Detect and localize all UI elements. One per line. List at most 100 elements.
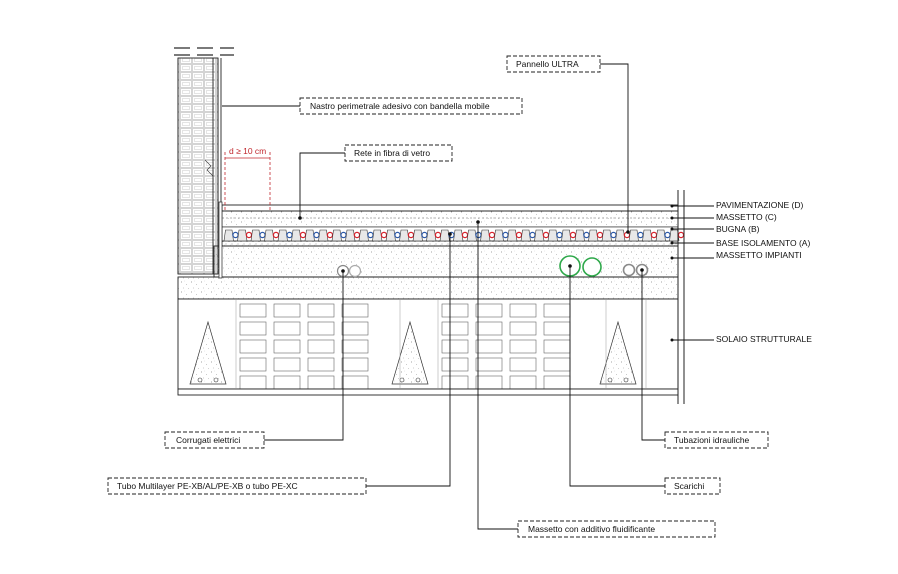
slab-block-cell	[509, 339, 537, 354]
heating-pipe-icon	[461, 231, 469, 239]
slab-block-cell	[239, 303, 267, 318]
heating-pipe-icon	[434, 231, 442, 239]
callout-massetto-additivo-label: Massetto con additivo fluidificante	[528, 524, 655, 534]
slab-block-cell	[239, 339, 267, 354]
slab-rib	[391, 320, 429, 385]
slab-block-cell	[475, 339, 503, 354]
slab-block-cell	[441, 357, 469, 372]
corrugato-pipe-icon	[348, 264, 362, 278]
bugna-boss-icon	[372, 229, 383, 242]
heating-pipe-icon	[272, 231, 280, 239]
slab-block-cell	[307, 303, 335, 318]
heating-pipe-icon	[353, 231, 361, 239]
heating-pipe-icon	[515, 231, 523, 239]
bugna-boss-icon	[507, 229, 518, 242]
label-massetto: MASSETTO (C)	[716, 212, 777, 222]
heating-pipe-icon	[286, 231, 293, 239]
bugna-boss-icon	[318, 229, 329, 242]
heating-pipe-icon	[556, 231, 563, 239]
bugna-boss-icon	[561, 229, 572, 242]
label-pavimentazione: PAVIMENTAZIONE (D)	[716, 200, 804, 210]
layer-solaio-strutturale	[177, 298, 679, 390]
heating-pipe-icon	[677, 231, 685, 239]
bugna-boss-icon	[439, 229, 450, 242]
floor-layers	[177, 190, 685, 404]
slab-rib	[189, 320, 227, 385]
bugna-boss-icon	[291, 229, 302, 242]
callout-tubo: Tubo Multilayer PE-XB/AL/PE-XB o tubo PE…	[107, 477, 367, 495]
slab-block-cell	[273, 303, 301, 318]
rebar-icon	[623, 377, 629, 383]
slab-block-cell	[475, 303, 503, 318]
tubazione-pipe-icon	[622, 263, 636, 277]
heating-pipe-icon	[232, 231, 239, 239]
bugna-boss-icon	[642, 229, 653, 242]
heating-pipe-icon	[259, 231, 266, 239]
heating-pipe-icon	[542, 231, 550, 239]
bugna-boss-icon	[453, 229, 464, 242]
label-base-isolamento: BASE ISOLAMENTO (A)	[716, 238, 810, 248]
slab-block-cell	[307, 339, 335, 354]
callout-rete-label: Rete in fibra di vetro	[354, 148, 430, 158]
heating-pipe-icon	[299, 231, 307, 239]
callout-corrugati: Corrugati elettrici	[164, 431, 265, 449]
leader-lines	[222, 63, 665, 530]
rebar-icon	[415, 377, 421, 383]
rebar-icon	[607, 377, 613, 383]
callout-nastro: Nastro perimetrale adesivo con bandella …	[299, 97, 523, 115]
heating-pipe-icon	[421, 231, 428, 239]
slab-block-cell	[239, 321, 267, 336]
heating-pipe-icon	[340, 231, 347, 239]
rebar-icon	[213, 377, 219, 383]
bugna-boss-icon	[574, 229, 585, 242]
bugna-boss-icon	[304, 229, 315, 242]
slab-block-cell	[509, 303, 537, 318]
heating-pipe-icon	[326, 231, 334, 239]
slab-rib	[599, 320, 637, 385]
bugna-boss-icon	[601, 229, 612, 242]
heating-pipe-icon	[596, 231, 604, 239]
wall	[174, 47, 234, 275]
rebar-icon	[197, 377, 203, 383]
slab-block-cell	[341, 321, 369, 336]
heating-pipe-icon	[650, 231, 658, 239]
heating-pipe-icon	[475, 231, 482, 239]
callout-corrugati-label: Corrugati elettrici	[176, 435, 240, 445]
bugna-boss-icon	[412, 229, 423, 242]
heating-pipe-icon	[407, 231, 415, 239]
bugna-boss-icon	[237, 229, 248, 242]
callout-massetto-additivo: Massetto con additivo fluidificante	[517, 520, 716, 538]
bugna-boss-icon	[223, 229, 234, 242]
callout-nastro-label: Nastro perimetrale adesivo con bandella …	[310, 101, 490, 111]
heating-pipe-icon	[245, 231, 253, 239]
heating-pipe-icon	[637, 231, 644, 239]
slab-top	[177, 276, 679, 300]
bugna-boss-icon	[547, 229, 558, 242]
dimension-d: d ≥ 10 cm	[224, 146, 271, 210]
bugna-boss-icon	[385, 229, 396, 242]
slab-block-cell	[509, 357, 537, 372]
bugna-boss-icon	[628, 229, 639, 242]
bugna-boss-icon	[250, 229, 261, 242]
label-massetto-impianti: MASSETTO IMPIANTI	[716, 250, 802, 260]
callout-rete: Rete in fibra di vetro	[344, 144, 453, 162]
bugna-boss-icon	[358, 229, 369, 242]
bugna-boss-icon	[277, 229, 288, 242]
slab-blocks	[189, 300, 647, 390]
bugna-bosses	[223, 229, 685, 242]
heating-pipe-icon	[488, 231, 496, 239]
slab-block-cell	[239, 357, 267, 372]
bugna-boss-icon	[615, 229, 626, 242]
heating-pipe-icon	[367, 231, 374, 239]
bugna-boss-icon	[588, 229, 599, 242]
bugna-boss-icon	[480, 229, 491, 242]
layer-massetto-impianti	[213, 245, 679, 278]
slab-block-cell	[273, 357, 301, 372]
layer-labels: PAVIMENTAZIONE (D) MASSETTO (C) BUGNA (B…	[716, 200, 812, 344]
slab-block-cell	[307, 357, 335, 372]
callout-scarichi: Scarichi	[664, 477, 721, 495]
slab-block-cell	[273, 339, 301, 354]
bugna-boss-icon	[655, 229, 666, 242]
bugna-boss-icon	[345, 229, 356, 242]
